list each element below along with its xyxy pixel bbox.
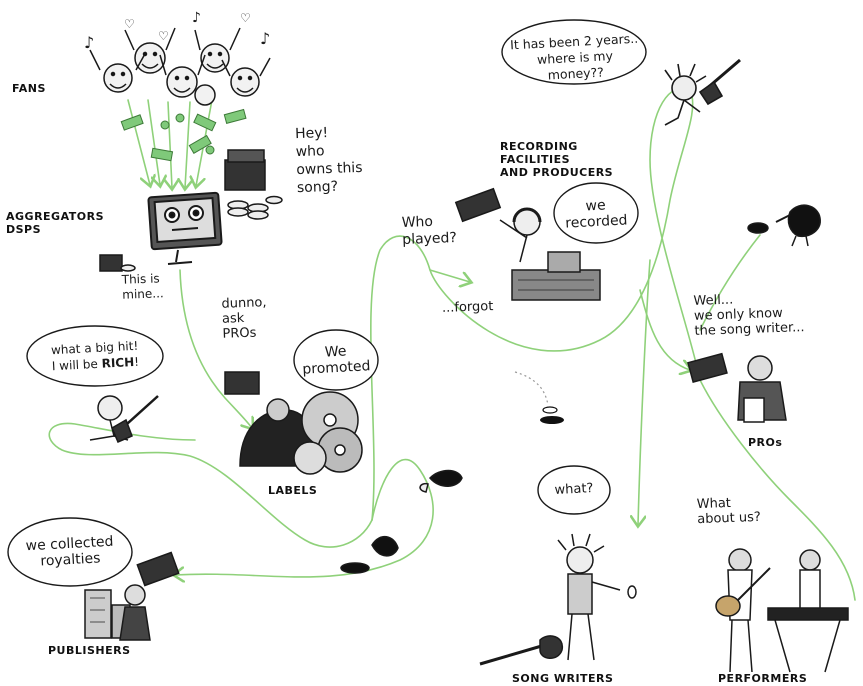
producer-at-console: [454, 187, 601, 301]
coin-trajectory: [514, 371, 549, 406]
singer-with-guitar: [89, 395, 159, 443]
crow-branch-path: [699, 234, 761, 331]
who-played-speech: Who played?: [401, 213, 458, 248]
two-years-text: It has been 2 years.. where is my money?…: [509, 30, 639, 83]
recording-facilities-label: RECORDING FACILITIES AND PRODUCERS: [500, 140, 614, 179]
speech-bubbles: [7, 19, 647, 587]
what-text: what?: [554, 480, 594, 499]
performers-speech: What about us?: [696, 495, 762, 528]
we-recorded-text: we recorded: [564, 197, 628, 232]
fans-crowd: [89, 27, 271, 106]
performers-band: [715, 548, 849, 673]
svg-text:♪: ♪: [84, 33, 94, 52]
aggregator-to-label-path: [179, 269, 252, 428]
fan-face-icon: [166, 66, 198, 98]
we-promoted-text: We promoted: [301, 343, 371, 378]
fan-flow-arrow: [185, 101, 190, 188]
big-hit-text: what a big hit! I will be RICH!: [50, 338, 140, 374]
money-flow-paths: [48, 87, 856, 601]
vinyl-record-icon: [293, 441, 327, 475]
bubble-collected: [7, 517, 133, 587]
aggregator-speech: Hey! who owns this song?: [294, 125, 363, 197]
pros-speech: Well... we only know the song writer...: [693, 292, 805, 339]
hole-icon: [540, 416, 564, 424]
collected-text: we collected royalties: [25, 533, 114, 570]
to-pros-arrow: [639, 289, 690, 370]
bubble-we-recorded: [553, 182, 639, 244]
svg-text:♪: ♪: [192, 10, 201, 26]
bubble-what: [537, 465, 611, 515]
svg-text:♡: ♡: [158, 29, 169, 43]
to-recording-arrow: [429, 269, 470, 282]
fan-face-icon: [194, 84, 216, 106]
music-notes-icon: ♪ ♪ ♪ ♡ ♡ ♡: [84, 10, 270, 52]
fan-flow-arrow: [147, 99, 160, 185]
bubble-two-years: [501, 19, 647, 85]
keyboard-icon: [767, 607, 849, 621]
aggregators-label: AGGREGATORS DSPS: [6, 210, 104, 236]
aggregator-monitor: [147, 191, 223, 265]
fan-face-icon: [134, 42, 166, 74]
forgot-speech: ...forgot: [441, 299, 494, 316]
pros-label: PROs: [748, 436, 783, 449]
performers-label: PERFORMERS: [718, 672, 808, 685]
recording-loop-path: [369, 87, 856, 601]
to-songwriter-arrow: [638, 259, 651, 525]
song-writer-figure: [479, 533, 637, 666]
aggregator-mine-speech: This is mine...: [121, 271, 164, 302]
publisher-building-man: [84, 551, 180, 641]
crow-icon: [747, 204, 821, 247]
fans-label: FANS: [12, 82, 46, 95]
fan-flow-arrow: [168, 101, 172, 188]
singer-loop-path: [48, 422, 373, 548]
dunno-speech: dunno, ask PROs: [221, 295, 267, 342]
duck-icon: [340, 469, 463, 574]
money-stack-icon: [99, 149, 283, 272]
falling-cash-icon: [120, 108, 247, 162]
fan-flow-arrow: [127, 99, 150, 185]
svg-text:♡: ♡: [240, 11, 251, 25]
publishers-label: PUBLISHERS: [48, 644, 131, 657]
label-executive: [224, 371, 363, 475]
svg-text:♡: ♡: [124, 17, 135, 31]
bubble-we-promoted: [293, 329, 379, 391]
bubble-big-hit: [26, 325, 164, 387]
to-publisher-arrow: [175, 458, 434, 577]
angry-guitarist: [664, 58, 741, 126]
svg-text:♪: ♪: [260, 29, 270, 48]
coin-icon: [542, 406, 558, 414]
song-writers-label: SONG WRITERS: [512, 672, 614, 685]
labels-label: LABELS: [268, 484, 318, 497]
pro-accountant: [687, 352, 787, 423]
